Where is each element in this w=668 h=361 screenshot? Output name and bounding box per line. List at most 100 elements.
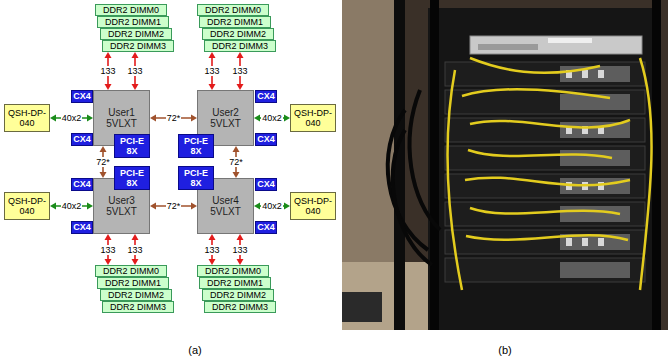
link-width-label: 72*	[228, 157, 244, 167]
link-width-label: 133	[231, 66, 248, 76]
header-connector: QSH-DP-040	[290, 192, 336, 220]
memory-module: DDR2 DIMM2	[202, 28, 274, 40]
arrow-head	[150, 203, 156, 210]
link-width-label: 72*	[95, 157, 111, 167]
panel-label: (b)	[498, 344, 511, 357]
arrow-head	[105, 52, 112, 58]
unit-vent	[478, 44, 538, 50]
link-width-label: 133	[231, 245, 248, 255]
memory-module: DDR2 DIMM3	[102, 301, 174, 313]
memory-module: DDR2 DIMM3	[204, 40, 276, 52]
pcie-slot: PCI-E 8X	[114, 166, 150, 190]
node-text: QSH-DP-040	[7, 108, 47, 129]
connector-port: CX4	[71, 133, 93, 146]
memory-module: DDR2 DIMM3	[102, 40, 174, 52]
link-width-label: 72*	[166, 113, 182, 123]
node-text: 5VLXT	[210, 118, 241, 130]
node-text: CX4	[257, 134, 275, 144]
node-text: DDR2 DIMM1	[105, 278, 161, 288]
arrow-head	[105, 234, 112, 240]
node-text: DDR2 DIMM0	[103, 266, 159, 276]
arrow-head	[237, 234, 244, 240]
panel-label: (a)	[188, 344, 201, 357]
memory-module: DDR2 DIMM0	[197, 4, 269, 16]
node-text: User1	[108, 107, 135, 119]
node-text: User4	[212, 195, 239, 207]
connector-port: CX4	[71, 221, 93, 234]
link-width-label: 72*	[166, 201, 182, 211]
link-width-label: 133	[126, 245, 143, 255]
node-text: DDR2 DIMM0	[103, 5, 159, 15]
header-connector: QSH-DP-040	[4, 192, 50, 220]
node-text: DDR2 DIMM1	[105, 17, 161, 27]
header-connector: QSH-DP-040	[4, 104, 50, 132]
node-text: DDR2 DIMM2	[108, 290, 164, 300]
connector-port: CX4	[71, 178, 93, 191]
link-width-label: 40x2	[261, 113, 283, 123]
link-width-label: 40x2	[261, 201, 283, 211]
node-text: DDR2 DIMM0	[205, 266, 261, 276]
memory-module: DDR2 DIMM1	[199, 16, 271, 28]
arrow-head	[50, 203, 56, 210]
rack-units	[445, 62, 645, 282]
memory-module: DDR2 DIMM0	[95, 265, 167, 277]
rack-post	[394, 0, 405, 330]
memory-module: DDR2 DIMM0	[197, 265, 269, 277]
arrow-head	[254, 203, 260, 210]
node-text: CX4	[73, 134, 91, 144]
arrow-head	[50, 115, 56, 122]
link-width-label: 40x2	[61, 113, 83, 123]
arrow-head	[150, 115, 156, 122]
memory-module: DDR2 DIMM2	[100, 28, 172, 40]
connector-port: CX4	[255, 133, 277, 146]
node-text: QSH-DP-040	[7, 196, 47, 217]
memory-module: DDR2 DIMM2	[202, 289, 274, 301]
arrow-head	[209, 234, 216, 240]
link-width-label: 133	[203, 245, 220, 255]
link-width-label: 133	[126, 66, 143, 76]
link-width-label: 133	[203, 66, 220, 76]
node-text: DDR2 DIMM0	[205, 5, 261, 15]
black-cables	[388, 90, 440, 265]
pcie-slot: PCI-E 8X	[114, 134, 150, 158]
node-text: PCI-E 8X	[181, 168, 211, 189]
yellow-cables	[447, 58, 651, 290]
unit-tag	[548, 38, 592, 43]
node-text: DDR2 DIMM3	[212, 41, 268, 51]
arrow-head	[209, 52, 216, 58]
node-text: 5VLXT	[106, 206, 137, 218]
arrow-head	[100, 146, 107, 152]
unit-panels	[560, 66, 630, 278]
floor	[342, 262, 432, 330]
node-text: CX4	[257, 222, 275, 232]
node-text: CX4	[73, 91, 91, 101]
node-text: PCI-E 8X	[117, 136, 147, 157]
link-width-label: 133	[99, 66, 116, 76]
memory-module: DDR2 DIMM0	[95, 4, 167, 16]
rack-body	[428, 8, 660, 330]
photo-background	[342, 0, 668, 330]
node-text: DDR2 DIMM1	[207, 17, 263, 27]
arrow-head	[132, 234, 139, 240]
node-text: DDR2 DIMM3	[110, 302, 166, 312]
rack-post	[430, 0, 439, 330]
node-text: QSH-DP-040	[293, 108, 333, 129]
node-text: DDR2 DIMM3	[212, 302, 268, 312]
memory-module: DDR2 DIMM1	[97, 16, 169, 28]
pcie-slot: PCI-E 8X	[178, 134, 214, 158]
pcie-slot: PCI-E 8X	[178, 166, 214, 190]
node-text: DDR2 DIMM3	[110, 41, 166, 51]
node-text: QSH-DP-040	[293, 196, 333, 217]
node-text: DDR2 DIMM2	[210, 29, 266, 39]
arrow-head	[237, 52, 244, 58]
node-text: CX4	[73, 222, 91, 232]
node-text: DDR2 DIMM2	[210, 290, 266, 300]
memory-module: DDR2 DIMM1	[97, 277, 169, 289]
connector-port: CX4	[255, 178, 277, 191]
node-text: PCI-E 8X	[181, 136, 211, 157]
link-width-label: 40x2	[61, 201, 83, 211]
memory-module: DDR2 DIMM2	[100, 289, 172, 301]
node-text: CX4	[257, 91, 275, 101]
node-text: DDR2 DIMM1	[207, 278, 263, 288]
arrow-head	[254, 115, 260, 122]
